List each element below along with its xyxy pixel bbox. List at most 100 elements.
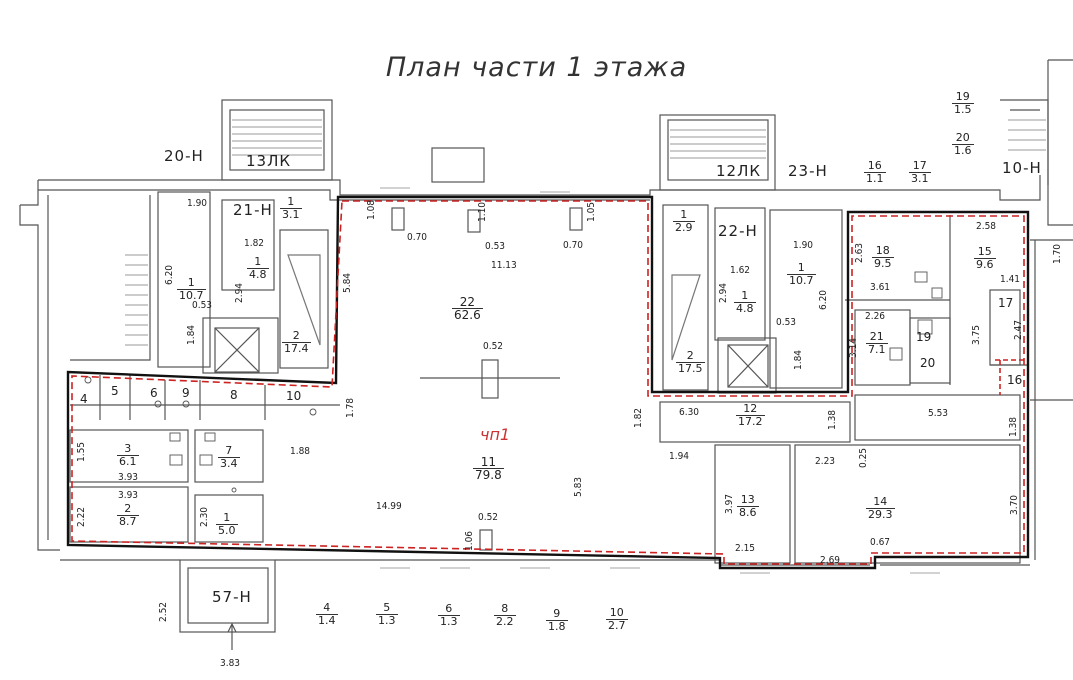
dim-label-vertical: 1.08 (366, 199, 377, 220)
dim-label-vertical: 6.20 (164, 264, 175, 285)
part-boundary-dashed (71, 200, 1025, 565)
dim-label-vertical: 3.97 (724, 493, 735, 514)
unit-label-57n: 57-Н (212, 588, 252, 606)
dim-label: 0.70 (563, 240, 584, 251)
bottom-wall (60, 559, 1030, 566)
dim-label: 3.61 (870, 282, 891, 293)
dim-label: 2.23 (815, 456, 836, 467)
dim-label: 0.70 (407, 232, 428, 243)
unit-label-20n: 20-Н (164, 147, 204, 165)
dim-label: 3.93 (118, 490, 139, 501)
room-number-20: 20 (920, 356, 936, 370)
unit-label-10n: 10-Н (1002, 159, 1042, 177)
unit-label-21n: 21-Н (233, 201, 273, 219)
dim-label-vertical: 3.14 (848, 337, 859, 358)
stair-tower-mid (659, 114, 776, 191)
dim-label: 0.53 (776, 317, 797, 328)
unit-label-23n: 23-Н (788, 162, 828, 180)
dim-label-vertical: 2.30 (199, 506, 210, 527)
dim-label-vertical: 1.05 (586, 201, 597, 222)
part-boundary-solid (66, 195, 1030, 570)
entrance-57 (179, 559, 276, 633)
dim-label: 1.94 (669, 451, 690, 462)
room-number-17: 17 (998, 296, 1014, 310)
dim-label-vertical: 3.75 (971, 324, 982, 345)
dim-label-vertical: 1.10 (477, 201, 488, 222)
dim-label: 0.67 (870, 537, 891, 548)
dim-label-vertical: 2.47 (1013, 319, 1024, 340)
room-number-16: 16 (1007, 373, 1023, 387)
room-number-9: 9 (182, 386, 190, 400)
dim-label: 3.83 (220, 658, 241, 669)
dim-label: 3.93 (118, 472, 139, 483)
dim-label: 2.69 (820, 555, 841, 566)
dim-label: 1.90 (187, 198, 208, 209)
room-number-5: 5 (111, 384, 119, 398)
dim-label: 1.82 (244, 238, 265, 249)
unit-label-12lk: 12ЛК (716, 162, 762, 180)
dim-label: 0.52 (483, 341, 504, 352)
room-number-6: 6 (150, 386, 158, 400)
dim-label-vertical: 3.70 (1009, 494, 1020, 515)
dim-label: 6.30 (679, 407, 700, 418)
dim-label: 0.53 (485, 241, 506, 252)
room-number-8: 8 (230, 388, 238, 402)
dim-label-vertical: 1.78 (345, 397, 356, 418)
part-label: чп1 (480, 425, 511, 444)
dim-label-vertical: 1.38 (1008, 416, 1019, 437)
plan-title: План части 1 этажа (385, 52, 688, 83)
room-number-19: 19 (916, 330, 932, 344)
dim-label-vertical: 2.94 (718, 282, 729, 303)
dim-label: 2.58 (976, 221, 997, 232)
left-wall (19, 180, 60, 551)
dim-label: 1.41 (1000, 274, 1021, 285)
dim-label-vertical: 5.83 (573, 476, 584, 497)
dim-label-vertical: 0.25 (858, 447, 869, 468)
dim-label-vertical: 1.84 (186, 324, 197, 345)
stair-tower-left (221, 99, 333, 181)
dim-label-vertical: 2.22 (76, 506, 87, 527)
dim-label: 1.90 (793, 240, 814, 251)
dim-label: 1.88 (290, 446, 311, 457)
dim-label: 5.53 (928, 408, 949, 419)
room-number-4: 4 (80, 392, 88, 406)
dim-label-vertical: 6.20 (818, 289, 829, 310)
dim-label-vertical: 5.84 (342, 272, 353, 293)
dim-label: 2.26 (865, 311, 886, 322)
dim-label-vertical: 1.70 (1052, 243, 1063, 264)
dim-label-vertical: 1.06 (464, 530, 475, 551)
dim-label: 1.62 (730, 265, 751, 276)
dim-label: 0.52 (478, 512, 499, 523)
dim-label: 0.53 (192, 300, 213, 311)
dim-label-vertical: 2.63 (854, 242, 865, 263)
dim-label-vertical: 1.84 (793, 349, 804, 370)
dim-label-vertical: 2.52 (158, 601, 169, 622)
